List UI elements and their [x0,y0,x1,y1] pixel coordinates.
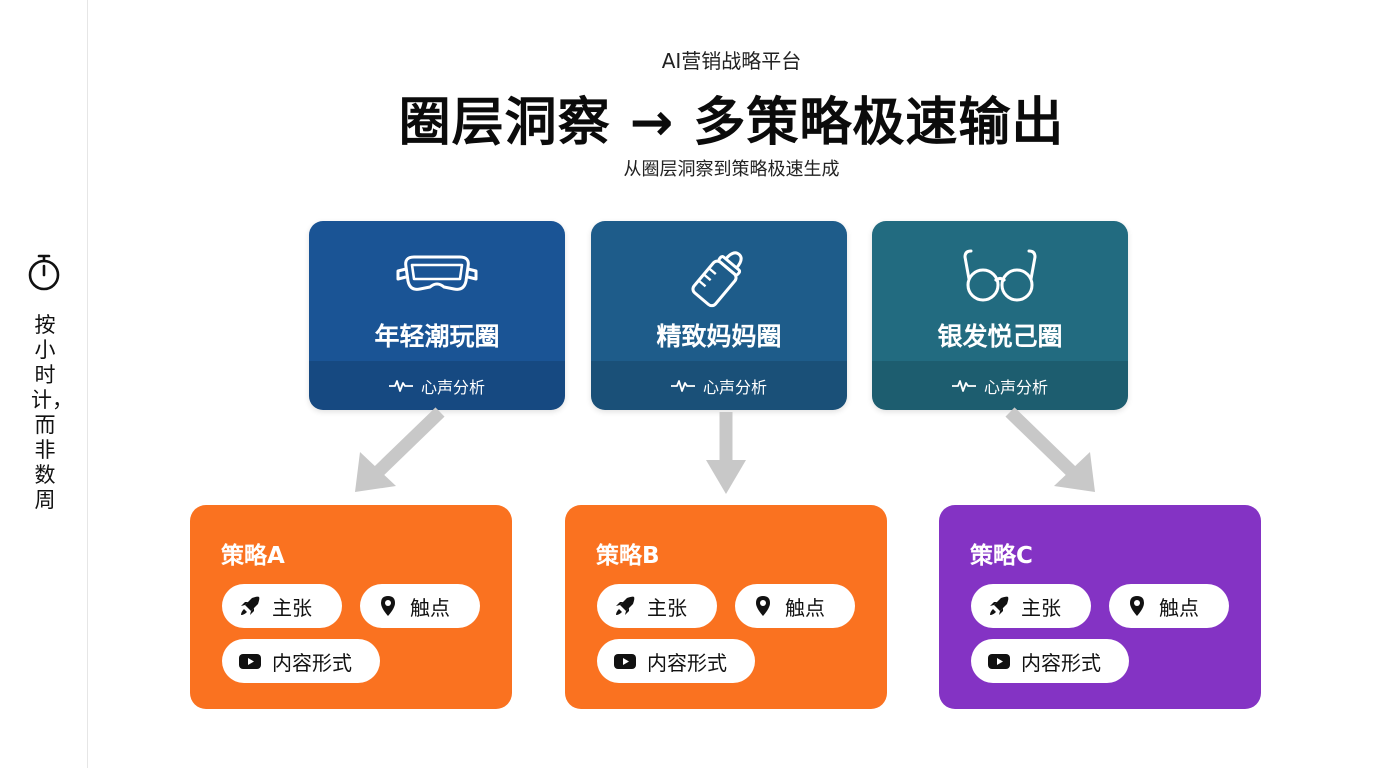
chip-content-format[interactable]: 内容形式 [222,639,380,683]
sidebar: 按小时计，而非数周 [0,0,88,768]
sidebar-tagline: 按小时计，而非数周 [31,313,73,512]
circle-card-young[interactable]: 年轻潮玩圈 心声分析 [309,221,565,410]
rocket-icon [241,596,260,615]
page-title: 圈层洞察 → 多策略极速输出 [398,93,1065,153]
strategy-card-c[interactable]: 策略C 主张 触点 内容形式 [939,505,1261,709]
circle-name: 精致妈妈圈 [656,322,782,351]
circle-name: 银发悦己圈 [937,322,1063,351]
chip-label: 主张 [1021,595,1061,620]
strategy-title: 策略A [221,543,285,569]
circle-footer: 心声分析 [872,361,1128,410]
chip-label: 内容形式 [647,650,727,675]
page-subtitle: 从圈层洞察到策略极速生成 [623,159,840,180]
chip-content-format[interactable]: 内容形式 [971,639,1129,683]
rocket-icon [990,596,1009,615]
circle-card-silver[interactable]: 银发悦己圈 心声分析 [872,221,1128,410]
circle-footer: 心声分析 [591,361,847,410]
chip-label: 触点 [1159,595,1199,620]
chip-label: 内容形式 [1021,650,1101,675]
strategy-title: 策略B [596,543,660,569]
vr-goggles-icon [396,255,478,291]
circle-footer: 心声分析 [309,361,565,410]
eyeglasses-icon [963,249,1037,302]
video-play-icon [239,654,261,669]
platform-eyebrow: AI营销战略平台 [661,49,802,73]
circle-footer-label: 心声分析 [983,377,1048,397]
chip-touchpoint[interactable]: 触点 [1109,584,1229,628]
baby-bottle-icon [691,251,743,308]
circle-card-moms[interactable]: 精致妈妈圈 心声分析 [591,221,847,410]
chip-proposition[interactable]: 主张 [971,584,1091,628]
video-play-icon [614,654,636,669]
chip-label: 触点 [410,595,450,620]
strategy-card-b[interactable]: 策略B 主张 触点 内容形式 [565,505,887,709]
map-pin-icon [381,596,395,616]
rocket-icon [616,596,635,615]
map-pin-icon [1130,596,1144,616]
chip-touchpoint[interactable]: 触点 [360,584,480,628]
chip-label: 主张 [647,595,687,620]
chip-content-format[interactable]: 内容形式 [597,639,755,683]
stopwatch-icon [28,254,60,291]
arrow-c [1005,407,1095,492]
heartbeat-icon [951,379,976,392]
chip-label: 主张 [272,595,312,620]
arrow-a [355,407,445,492]
circle-footer-label: 心声分析 [702,377,767,397]
strategy-title: 策略C [970,543,1033,569]
strategy-card-a[interactable]: 策略A 主张 触点 内容形式 [190,505,512,709]
circle-footer-label: 心声分析 [420,377,485,397]
chip-proposition[interactable]: 主张 [597,584,717,628]
heartbeat-icon [388,379,413,392]
heartbeat-icon [670,379,695,392]
video-play-icon [988,654,1010,669]
chip-label: 内容形式 [272,650,352,675]
arrow-b [706,412,746,494]
circle-name: 年轻潮玩圈 [374,322,500,351]
chip-touchpoint[interactable]: 触点 [735,584,855,628]
map-pin-icon [756,596,770,616]
chip-proposition[interactable]: 主张 [222,584,342,628]
chip-label: 触点 [785,595,825,620]
